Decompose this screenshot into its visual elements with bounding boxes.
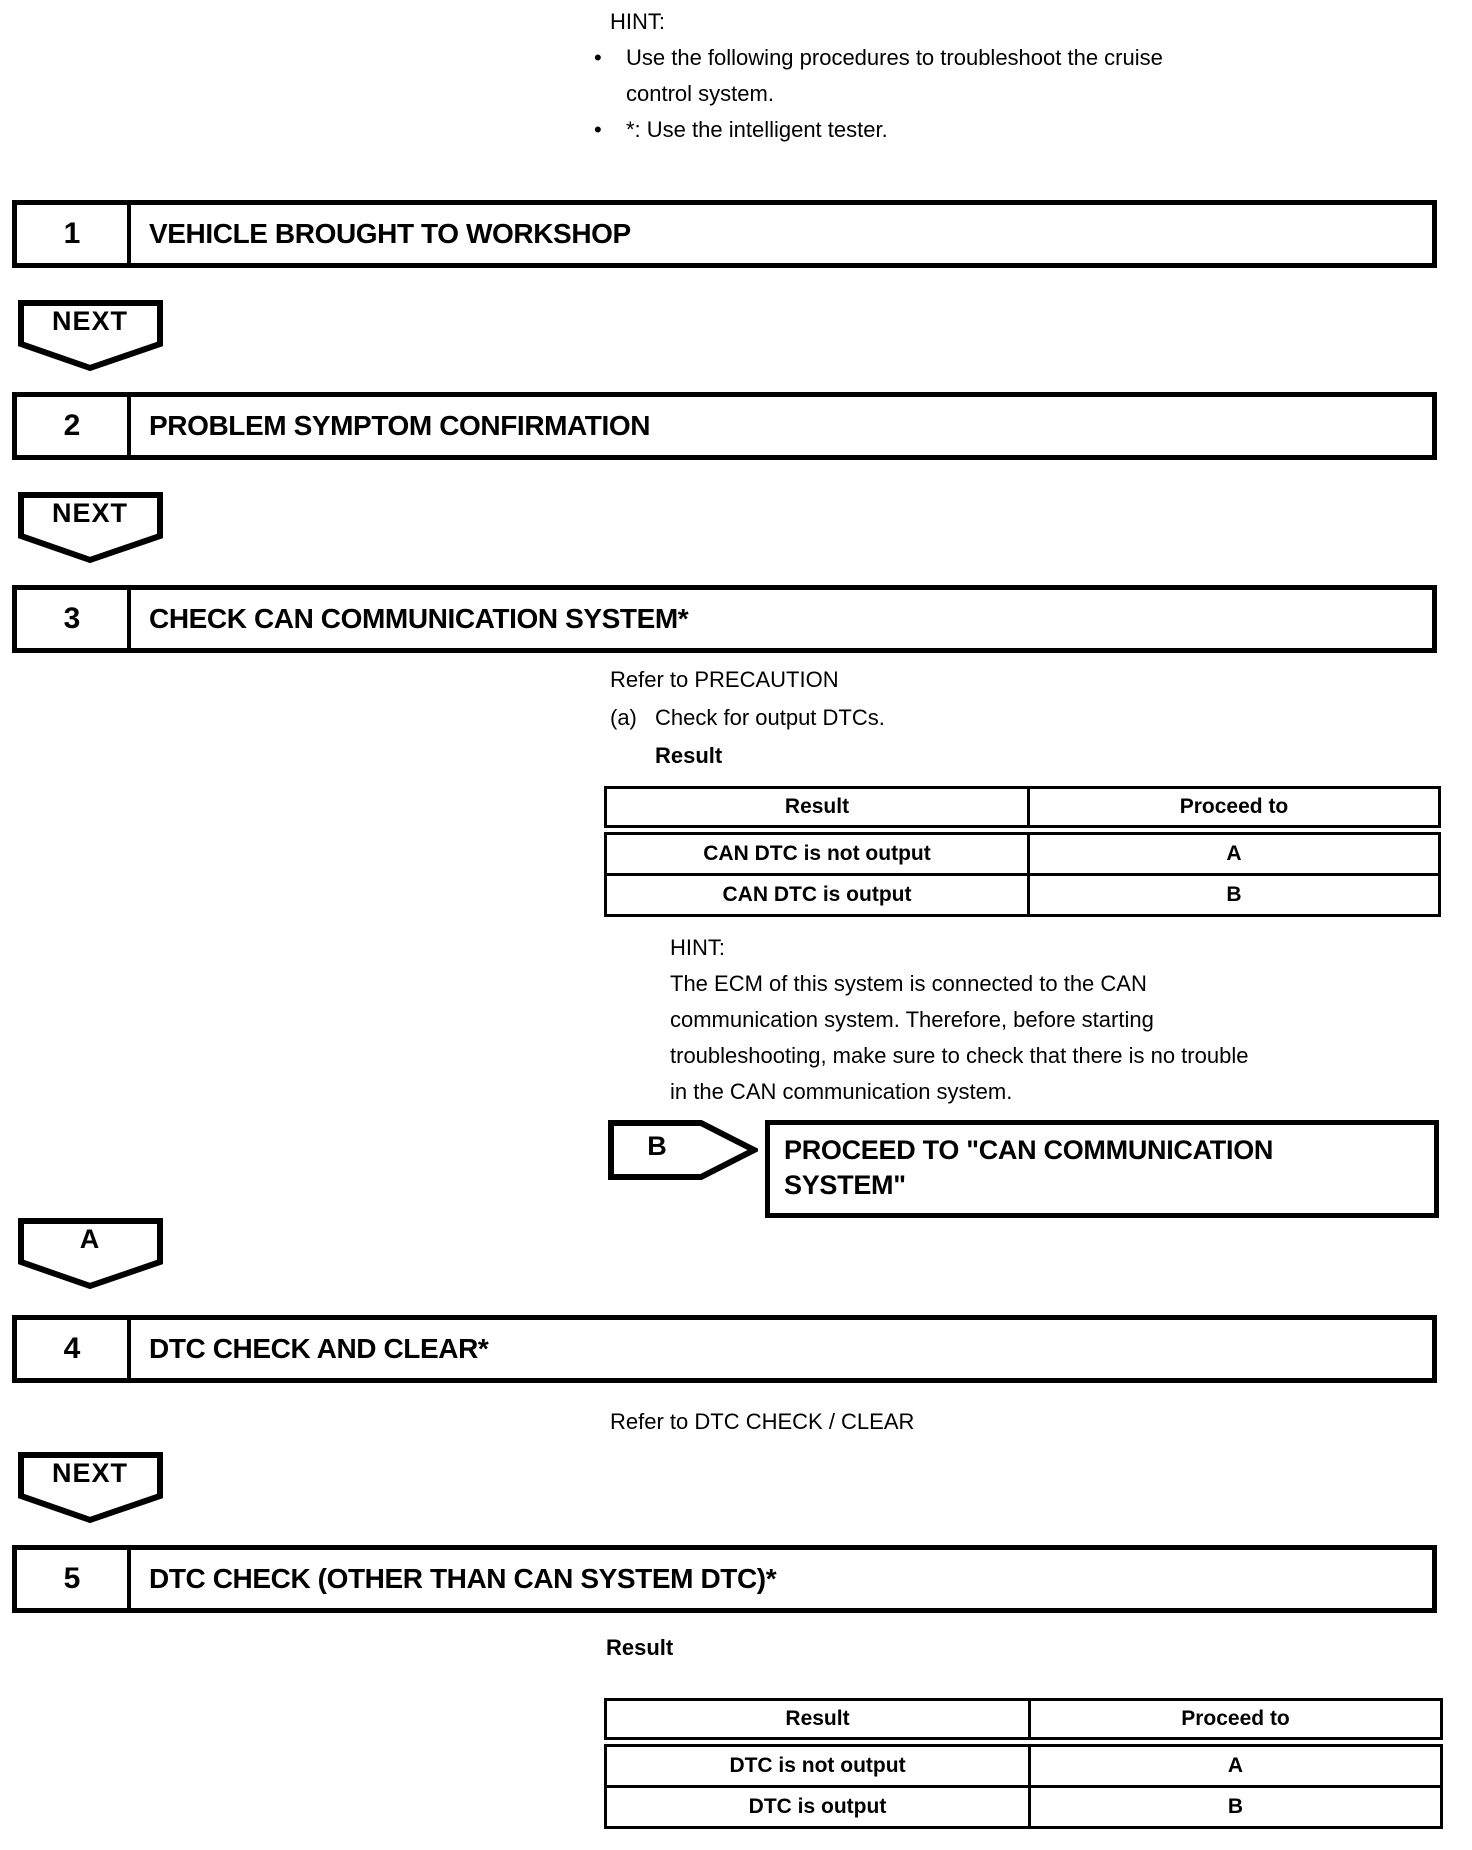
next-connector: NEXT — [18, 300, 164, 372]
b-label: B — [647, 1131, 667, 1161]
step-title: DTC CHECK AND CLEAR* — [149, 1333, 489, 1364]
table-cell: A — [1028, 1740, 1443, 1788]
step-box-5: 5 DTC CHECK (OTHER THAN CAN SYSTEM DTC)* — [12, 1545, 1437, 1613]
next-connector: NEXT — [18, 492, 164, 564]
step-box-1: 1 VEHICLE BROUGHT TO WORKSHOP — [12, 200, 1437, 268]
step-number: 1 — [17, 205, 131, 263]
table-row: DTC is not output A — [604, 1740, 1443, 1788]
a-connector: A — [18, 1218, 164, 1290]
hint-item-text: *: Use the intelligent tester. — [626, 117, 888, 142]
step-number: 4 — [17, 1320, 131, 1378]
item-marker: (a) — [610, 705, 637, 730]
result-label: Result — [606, 1635, 674, 1660]
next-arrow-icon — [18, 1452, 163, 1524]
next-label: NEXT — [51, 498, 128, 528]
hint-list-item: *: Use the intelligent tester. — [588, 112, 1213, 148]
table-header-cell: Proceed to — [1027, 786, 1441, 835]
refer-text: Refer to PRECAUTION — [610, 667, 839, 692]
refer-text: Refer to DTC CHECK / CLEAR — [610, 1409, 915, 1434]
step-title: PROBLEM SYMPTOM CONFIRMATION — [149, 410, 651, 441]
table-header-cell: Result — [604, 786, 1030, 835]
a-arrow-icon — [18, 1218, 163, 1290]
proceed-text: PROCEED TO "CAN COMMUNICATION SYSTEM" — [784, 1135, 1274, 1200]
table-cell: CAN DTC is not output — [604, 828, 1030, 876]
table-cell: DTC is output — [604, 1785, 1031, 1829]
next-arrow-icon — [18, 492, 163, 564]
step-title: VEHICLE BROUGHT TO WORKSHOP — [149, 218, 631, 249]
table-row: CAN DTC is not output A — [604, 828, 1441, 876]
next-arrow-icon — [18, 300, 163, 372]
step-box-2: 2 PROBLEM SYMPTOM CONFIRMATION — [12, 392, 1437, 460]
hint-block: HINT: The ECM of this system is connecte… — [670, 930, 1250, 1110]
table-row: CAN DTC is output B — [604, 873, 1441, 917]
result-table-1: Result Proceed to CAN DTC is not output … — [604, 786, 1441, 917]
proceed-box: PROCEED TO "CAN COMMUNICATION SYSTEM" — [765, 1120, 1439, 1218]
table-row: DTC is output B — [604, 1785, 1443, 1829]
hint-paragraph: The ECM of this system is connected to t… — [670, 971, 1249, 1104]
table-cell: DTC is not output — [604, 1740, 1031, 1788]
result-table-2: Result Proceed to DTC is not output A DT… — [604, 1698, 1443, 1829]
step-number: 2 — [17, 397, 131, 455]
item-text: Check for output DTCs. — [655, 705, 885, 730]
step-title: CHECK CAN COMMUNICATION SYSTEM* — [149, 603, 689, 634]
a-label: A — [79, 1224, 101, 1254]
table-cell: B — [1027, 873, 1441, 917]
table-header-cell: Proceed to — [1028, 1698, 1443, 1747]
table-cell: B — [1028, 1785, 1443, 1829]
hint-label: HINT: — [610, 9, 665, 34]
hint-item-text: Use the following procedures to troubles… — [626, 45, 1163, 106]
hint-list: Use the following procedures to troubles… — [588, 40, 1213, 148]
hint-list-item: Use the following procedures to troubles… — [588, 40, 1213, 112]
b-connector: B — [608, 1120, 761, 1180]
table-header-cell: Result — [604, 1698, 1031, 1747]
step-box-3: 3 CHECK CAN COMMUNICATION SYSTEM* — [12, 585, 1437, 653]
table-header-row: Result Proceed to — [604, 1698, 1443, 1747]
b-arrow-icon — [608, 1120, 761, 1180]
next-connector: NEXT — [18, 1452, 164, 1524]
table-header-row: Result Proceed to — [604, 786, 1441, 835]
next-label: NEXT — [51, 306, 128, 336]
step-number: 5 — [17, 1550, 131, 1608]
step-title: DTC CHECK (OTHER THAN CAN SYSTEM DTC)* — [149, 1563, 777, 1594]
result-label: Result — [655, 743, 723, 768]
next-label: NEXT — [51, 1458, 128, 1488]
table-cell: CAN DTC is output — [604, 873, 1030, 917]
hint-label: HINT: — [670, 935, 725, 960]
step-number: 3 — [17, 590, 131, 648]
table-cell: A — [1027, 828, 1441, 876]
procedure-item: (a) Check for output DTCs. — [610, 700, 885, 736]
step-box-4: 4 DTC CHECK AND CLEAR* — [12, 1315, 1437, 1383]
top-hint-block: HINT: Use the following procedures to tr… — [594, 4, 1213, 148]
